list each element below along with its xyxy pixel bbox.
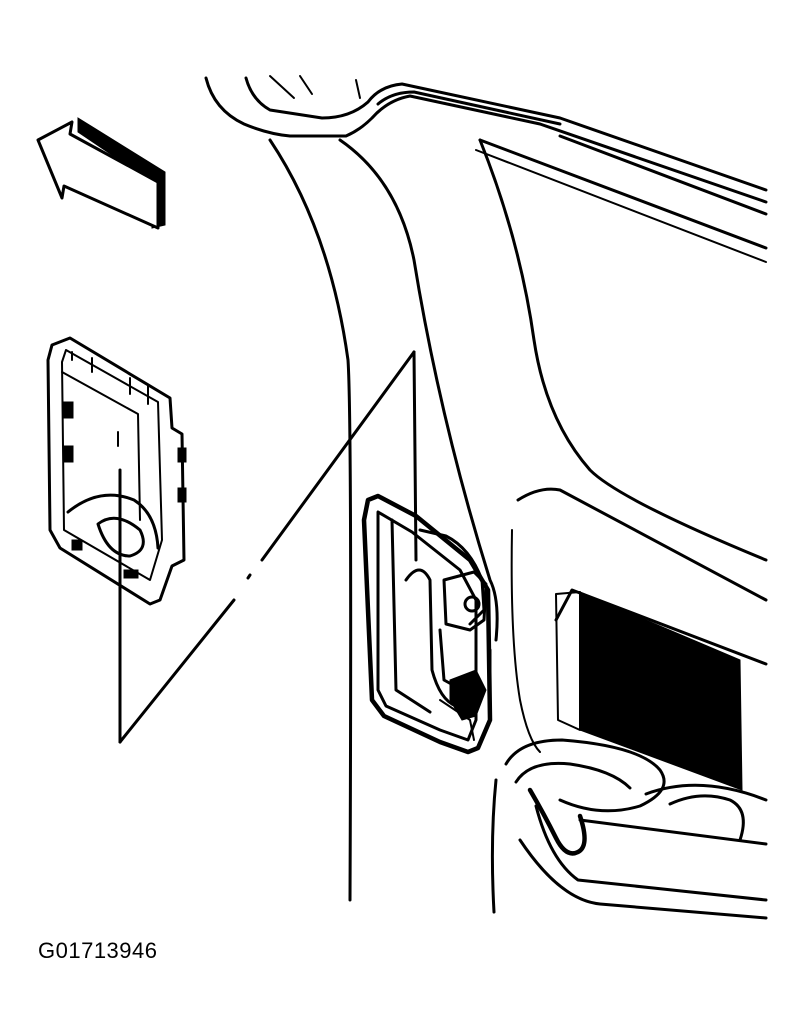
figure-id-code: G01713946 [38, 938, 158, 963]
access-cover-panel [46, 336, 187, 606]
rear-quarter-trim-panel [204, 75, 768, 920]
leader-lines [118, 350, 418, 744]
front-arrow-icon [36, 117, 166, 230]
trim-panel-opening [361, 493, 493, 755]
